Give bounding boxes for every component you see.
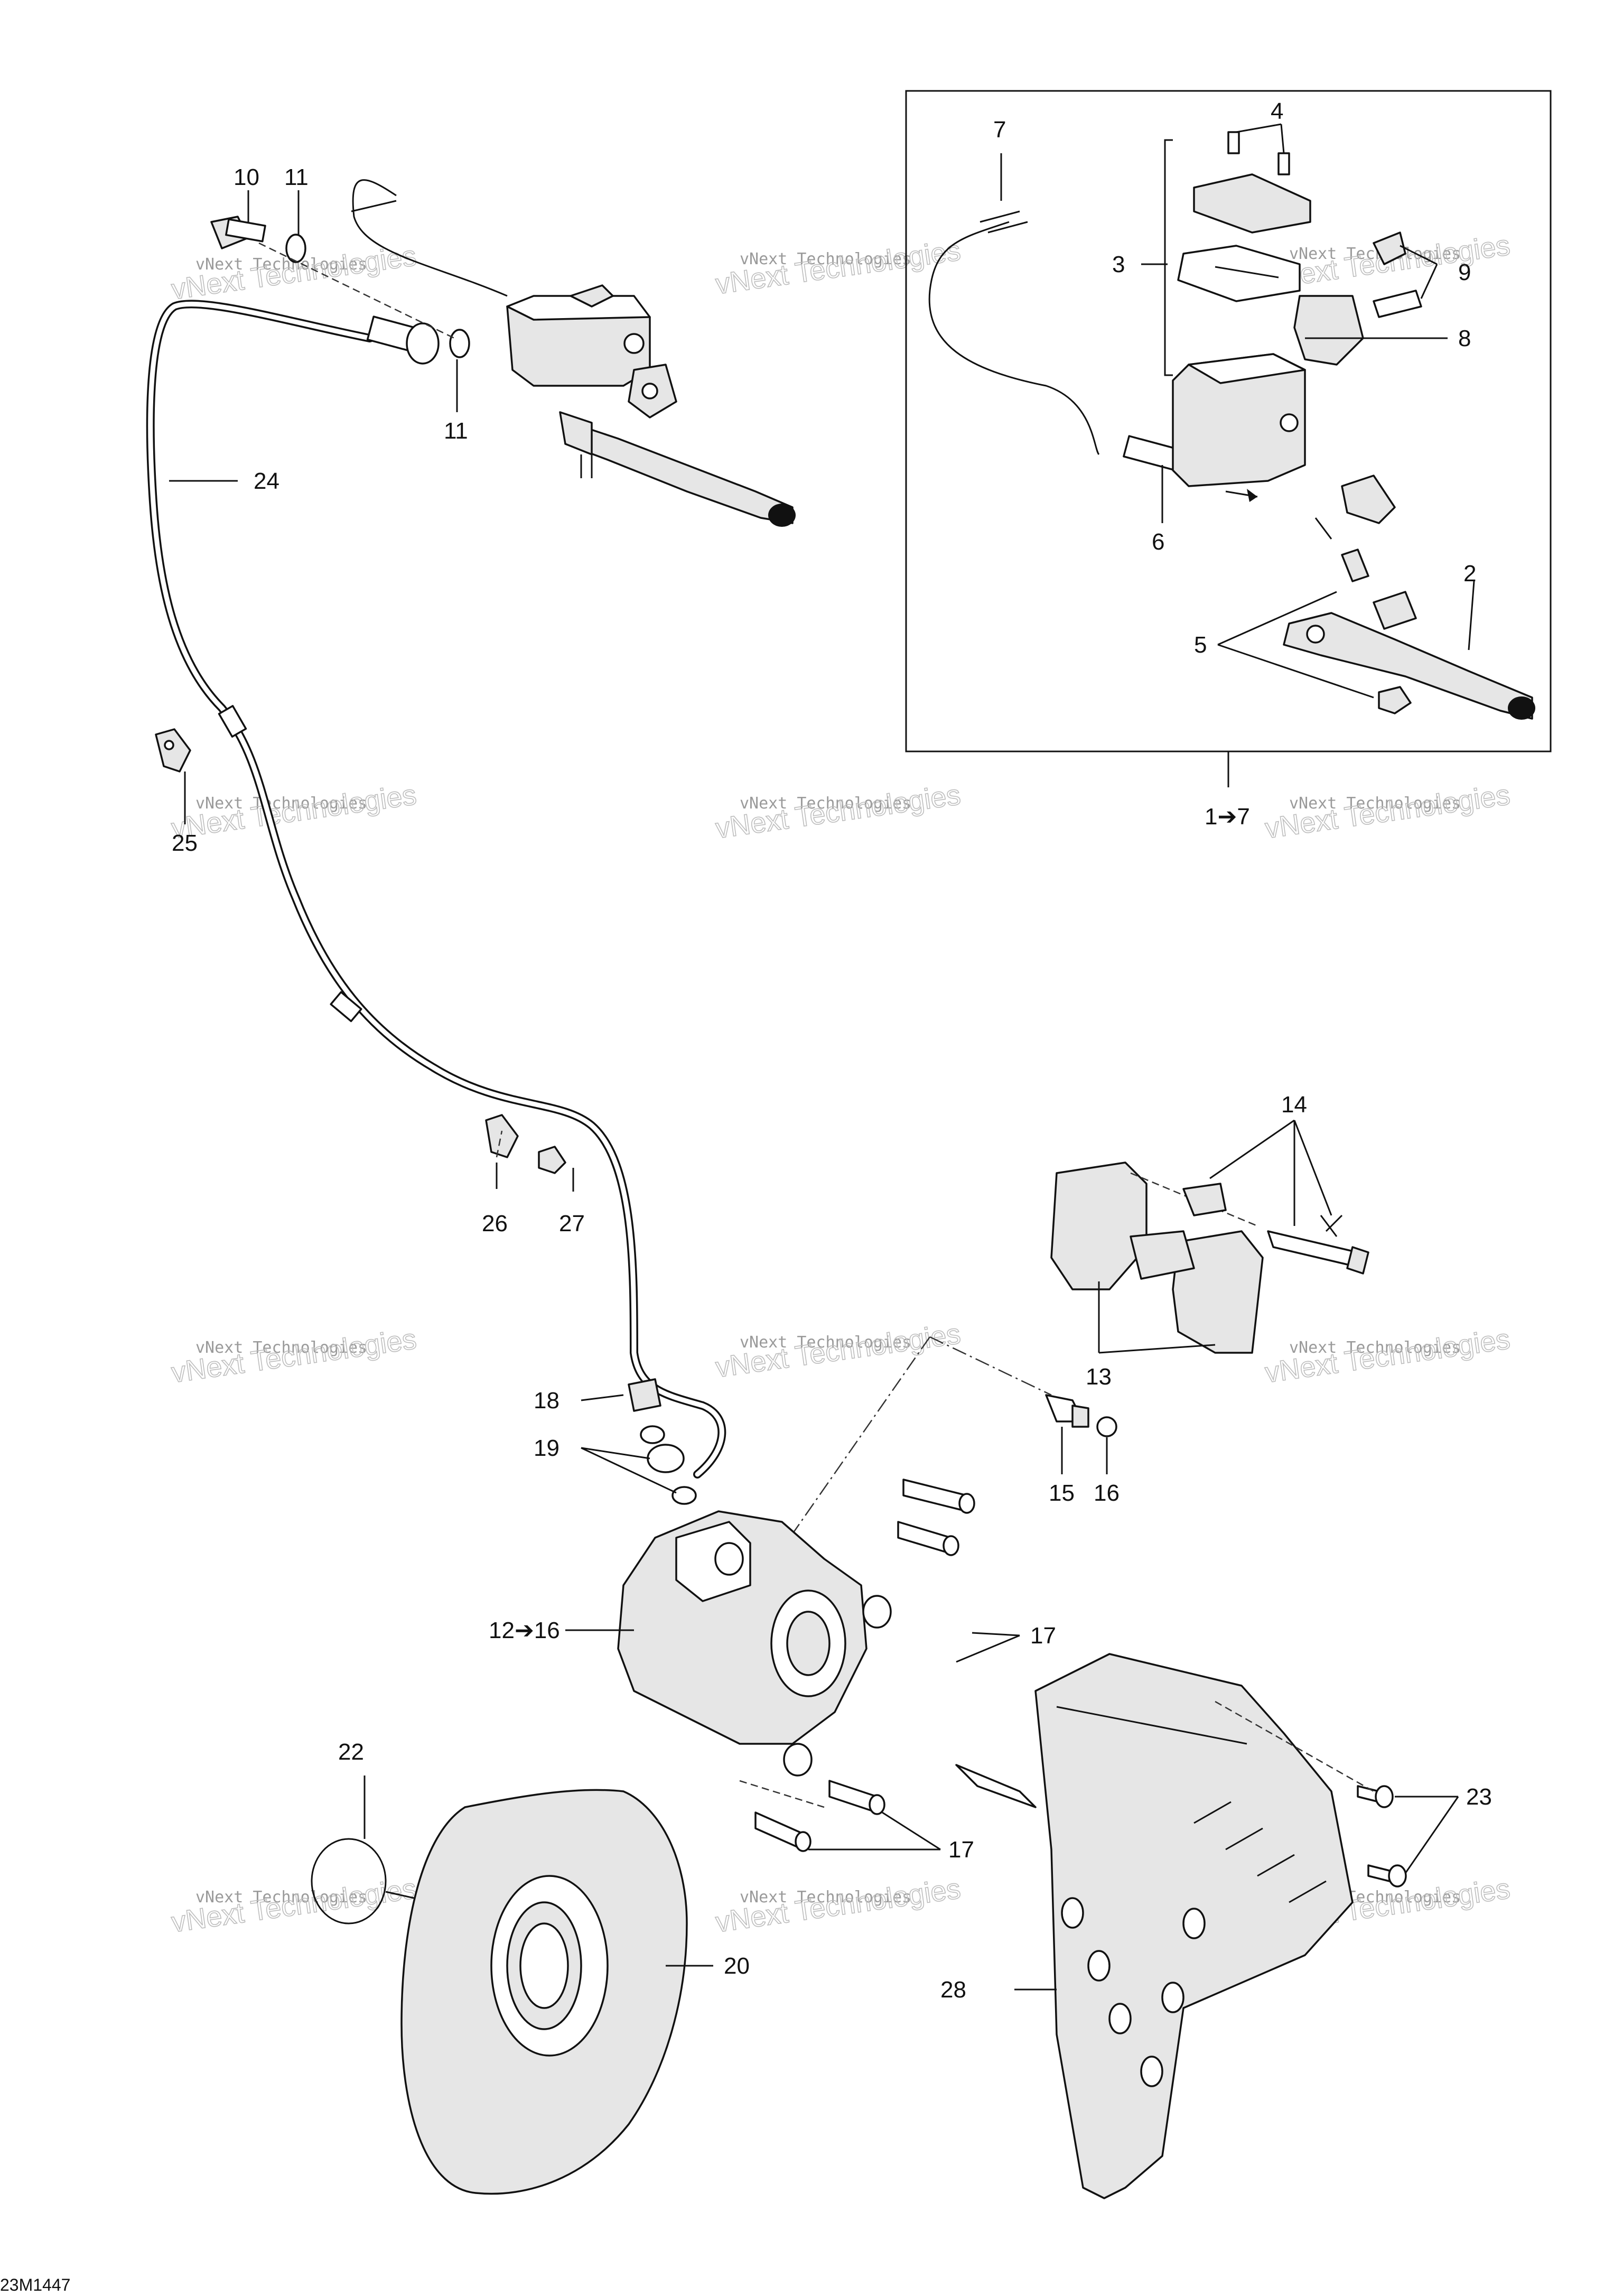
callout-3: 3 — [1112, 252, 1125, 277]
svg-text:vNext Technologies: vNext Technologies — [170, 1323, 418, 1389]
watermark: vNext Technologies vNext Technologies — [169, 1323, 419, 1389]
callout-6: 6 — [1152, 529, 1164, 555]
callout-12-to-16: 12➔16 — [489, 1618, 560, 1643]
callout-22: 22 — [338, 1739, 364, 1765]
callout-7: 7 — [993, 117, 1006, 143]
svg-text:vNext Technologies: vNext Technologies — [1263, 1323, 1512, 1389]
callout-labels: 10 11 11 24 7 4 3 9 8 6 2 5 1➔7 25 26 27… — [172, 98, 1492, 2003]
callout-27: 27 — [559, 1211, 585, 1237]
svg-text:vNext Technologies: vNext Technologies — [740, 250, 911, 268]
master-cylinder-left — [210, 179, 796, 527]
watermark: vNext Technologies vNext Technologies — [1263, 1323, 1513, 1389]
callout-10: 10 — [234, 164, 259, 190]
brake-disc — [311, 1789, 688, 2195]
brake-pads — [1050, 1161, 1369, 1354]
callout-24: 24 — [254, 468, 279, 494]
watermark: vNext Technologies vNext Technologies — [169, 778, 419, 845]
callout-20: 20 — [724, 1953, 750, 1979]
watermark: vNext Technologies vNext Technologies — [713, 234, 963, 301]
watermark: vNext Technologies vNext Technologies — [1263, 778, 1513, 845]
svg-text:vNext Technologies: vNext Technologies — [195, 1888, 367, 1907]
figure-id: 23M1447 — [0, 2275, 70, 2294]
svg-text:vNext Technologies: vNext Technologies — [1263, 779, 1512, 844]
svg-text:vNext Technologies: vNext Technologies — [714, 1873, 963, 1938]
callout-1-to-7: 1➔7 — [1205, 804, 1250, 830]
skid-plate — [955, 1653, 1407, 2199]
callout-19: 19 — [534, 1435, 559, 1461]
svg-text:vNext Technologies: vNext Technologies — [740, 794, 911, 813]
svg-text:vNext Technologies: vNext Technologies — [714, 1318, 963, 1383]
watermark: vNext Technologies vNext Technologies — [169, 1872, 419, 1939]
callout-17-lower: 17 — [948, 1837, 974, 1863]
callout-28: 28 — [940, 1977, 966, 2003]
watermark: vNext Technologies vNext Technologies — [713, 778, 963, 845]
svg-text:vNext Technologies: vNext Technologies — [195, 794, 367, 813]
hose-clips — [155, 728, 566, 1174]
callout-2: 2 — [1463, 561, 1476, 587]
kit-box — [905, 90, 1552, 787]
callout-9: 9 — [1458, 259, 1471, 285]
svg-text:vNext Technologies: vNext Technologies — [740, 1888, 911, 1907]
svg-text:vNext Technologies: vNext Technologies — [170, 779, 418, 844]
callout-13: 13 — [1086, 1364, 1112, 1390]
callout-18: 18 — [534, 1388, 559, 1414]
callout-14: 14 — [1281, 1092, 1307, 1118]
brake-caliper — [617, 1336, 1117, 1852]
watermark: vNext Technologies vNext Technologies — [713, 1872, 963, 1939]
callout-16: 16 — [1094, 1480, 1120, 1506]
callout-25: 25 — [172, 830, 198, 856]
brake-hose — [146, 300, 726, 1479]
callout-23: 23 — [1466, 1784, 1492, 1810]
callout-5: 5 — [1194, 632, 1207, 658]
svg-text:vNext Technologies: vNext Technologies — [714, 235, 963, 300]
callout-26: 26 — [482, 1211, 508, 1237]
svg-text:vNext Technologies: vNext Technologies — [195, 255, 367, 274]
svg-text:vNext Technologies: vNext Technologies — [1289, 1338, 1461, 1357]
leader-lines — [169, 123, 1475, 1991]
svg-text:vNext Technologies: vNext Technologies — [170, 1873, 418, 1938]
callout-8: 8 — [1458, 326, 1471, 351]
callout-4: 4 — [1271, 98, 1283, 124]
svg-text:vNext Technologies: vNext Technologies — [1289, 794, 1461, 813]
callout-17-upper: 17 — [1030, 1623, 1056, 1649]
svg-text:vNext Technologies: vNext Technologies — [714, 779, 963, 844]
callout-11-top: 11 — [284, 164, 309, 190]
svg-text:vNext Technologies: vNext Technologies — [195, 1338, 367, 1357]
watermark: vNext Technologies vNext Technologies — [713, 1317, 963, 1384]
callout-15: 15 — [1049, 1480, 1075, 1506]
callout-11-bottom: 11 — [444, 418, 468, 444]
svg-text:vNext Technologies: vNext Technologies — [740, 1333, 911, 1352]
